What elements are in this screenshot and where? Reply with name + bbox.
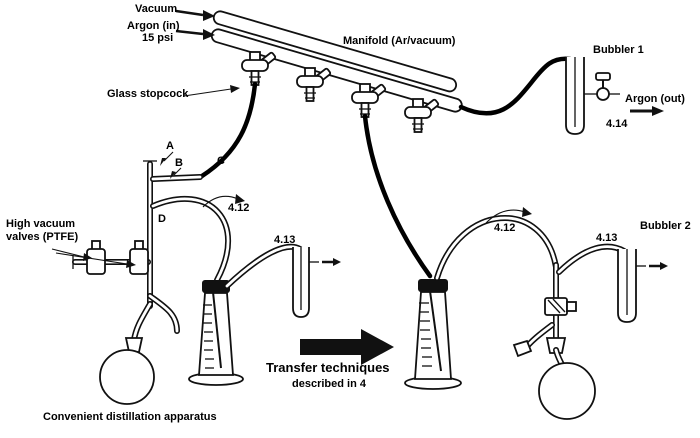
cylinder-cap-left (202, 280, 230, 293)
manifold-stopcock-2 (296, 67, 332, 102)
joint-a-label: A (166, 140, 174, 152)
bubbler1-valve (595, 72, 620, 101)
joint-a-pointer-icon (160, 151, 174, 166)
fig-413-right-label: 4.13 (596, 232, 618, 244)
bubbler-link-left (224, 243, 303, 289)
round-flask-right (538, 362, 596, 420)
graduated-cylinder-right (404, 279, 462, 390)
argon-inlet-arrow-icon (175, 29, 215, 40)
joint-c-label: C (217, 155, 225, 167)
argon-in-label: Argon (in) (127, 20, 180, 32)
flow-arc-right-icon (485, 207, 532, 224)
bubbler-link-right (556, 243, 627, 275)
high-vacuum-valves-label: High vacuum valves (PTFE) (6, 218, 79, 244)
ptfe-valve-1 (86, 240, 106, 275)
argon-out-label: Argon (out) (625, 93, 685, 105)
distillation-apparatus (72, 160, 203, 405)
hose-to-bubbler1 (458, 56, 573, 116)
hose-to-right-cylinder (362, 113, 433, 279)
vent-arrow-left-icon (322, 258, 341, 266)
transfer-subtitle: described in 4 (292, 378, 366, 390)
argon-out-arrow-icon (630, 106, 664, 116)
fig-414-label: 4.14 (606, 118, 628, 130)
fig-412-left-label: 4.12 (228, 202, 250, 214)
joint-b-pointer-icon (170, 167, 182, 179)
bubbler-left (292, 247, 341, 318)
cylinder-cap-right (418, 279, 448, 292)
bubbler-1 (565, 57, 664, 135)
round-flask-left (99, 349, 155, 405)
distillation-caption: Convenient distillation apparatus (43, 411, 217, 423)
bubbler-2 (617, 249, 668, 323)
vacuum-inlet-arrow-icon (175, 9, 215, 21)
transfer-cannula-right (434, 215, 559, 281)
transfer-cannula-left (150, 195, 231, 283)
transfer-title: Transfer techniques (266, 360, 390, 375)
ptfe-valve-2 (129, 240, 149, 275)
vessel-stopcock (544, 297, 577, 316)
manifold-stopcock-3 (351, 83, 387, 118)
flow-arc-left-icon (202, 194, 245, 208)
hvv-pointer-1-icon (51, 248, 92, 261)
vessel-joint (545, 337, 567, 354)
bubbler2-label: Bubbler 2 (640, 220, 691, 232)
fig-412-right-label: 4.12 (494, 222, 516, 234)
joint-b-label: B (175, 157, 183, 169)
transfer-block-arrow-icon (300, 329, 394, 365)
graduated-cylinder-left (188, 280, 244, 386)
bubbler1-label: Bubbler 1 (593, 44, 644, 56)
vent-arrow-right-icon (649, 262, 668, 270)
manifold-label: Manifold (Ar/vacuum) (343, 35, 456, 47)
fig-413-left-label: 4.13 (274, 234, 296, 246)
manifold-stopcock-4 (404, 98, 440, 133)
argon-pressure-label: 15 psi (142, 32, 174, 44)
side-joint-adapter (512, 339, 533, 358)
glass-stopcock-label: Glass stopcock (107, 88, 189, 100)
joint-d-label: D (158, 213, 166, 225)
manifold-stopcock-1 (241, 51, 277, 86)
hvv-pointer-2-icon (55, 252, 136, 268)
hose-to-apparatus-c (199, 81, 258, 179)
glass-stopcock-pointer-icon (183, 85, 240, 97)
receiving-vessel (512, 262, 596, 420)
vacuum-label: Vacuum (135, 3, 178, 15)
